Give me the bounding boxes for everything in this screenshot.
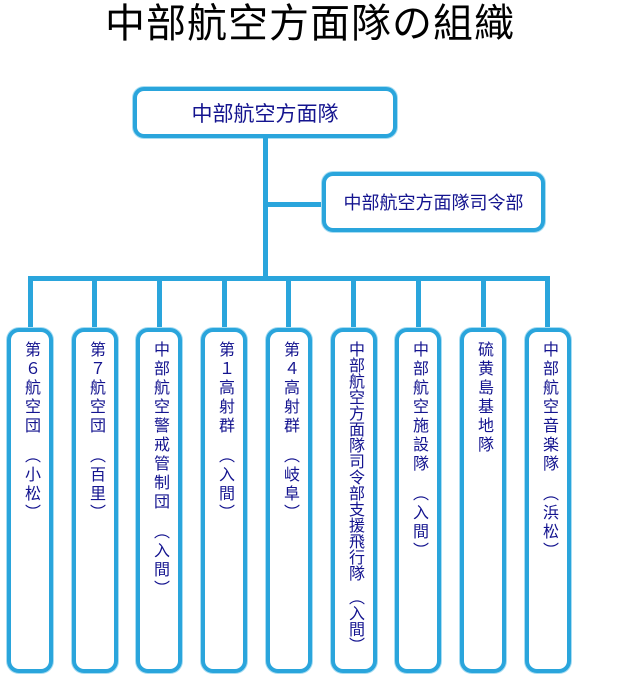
org-node-unit-8: 硫黄島基地隊 xyxy=(460,328,506,673)
org-node-unit-1-label: 第６航空団 （小松） xyxy=(22,341,39,523)
org-node-unit-3: 中部航空警戒管制団 （入間） xyxy=(136,328,182,673)
org-node-unit-7-label: 中部航空施設隊 （入間） xyxy=(410,341,427,561)
connector-drop-6 xyxy=(351,276,356,332)
org-node-root: 中部航空方面隊 xyxy=(133,87,397,138)
org-node-unit-2: 第７航空団 （百里） xyxy=(72,328,118,673)
org-node-unit-9: 中部航空音楽隊 （浜松） xyxy=(525,328,571,673)
org-node-unit-1: 第６航空団 （小松） xyxy=(7,328,53,673)
connector-drop-7 xyxy=(416,276,421,332)
connector-drop-4 xyxy=(222,276,227,332)
org-node-unit-6: 中部航空方面隊司令部支援飛行隊 （入間） xyxy=(331,328,377,673)
org-node-unit-7: 中部航空施設隊 （入間） xyxy=(395,328,441,673)
connector-drop-5 xyxy=(286,276,291,332)
org-node-unit-4: 第１高射群 （入間） xyxy=(201,328,247,673)
org-node-unit-9-label: 中部航空音楽隊 （浜松） xyxy=(540,341,557,561)
page-title: 中部航空方面隊の組織 xyxy=(105,1,515,46)
org-node-unit-2-label: 第７航空団 （百里） xyxy=(87,341,104,523)
org-node-unit-3-label: 中部航空警戒管制団 （入間） xyxy=(151,341,168,599)
connector-drop-8 xyxy=(481,276,486,332)
connector-drop-2 xyxy=(92,276,97,332)
org-node-unit-4-label: 第１高射群 （入間） xyxy=(216,341,233,523)
connector-drop-3 xyxy=(157,276,162,332)
org-node-headquarters: 中部航空方面隊司令部 xyxy=(322,172,545,232)
connector-hq-branch xyxy=(265,202,325,207)
org-node-unit-8-label: 硫黄島基地隊 xyxy=(475,341,492,455)
connector-drop-9 xyxy=(545,276,550,332)
org-node-unit-6-label: 中部航空方面隊司令部支援飛行隊 （入間） xyxy=(346,341,363,653)
org-node-unit-5-label: 第４高射群 （岐阜） xyxy=(281,341,298,523)
connector-root-trunk xyxy=(263,136,268,281)
org-node-root-label: 中部航空方面隊 xyxy=(191,101,339,126)
org-node-headquarters-label: 中部航空方面隊司令部 xyxy=(343,193,524,213)
org-node-unit-5: 第４高射群 （岐阜） xyxy=(266,328,312,673)
connector-drop-1 xyxy=(28,276,33,332)
